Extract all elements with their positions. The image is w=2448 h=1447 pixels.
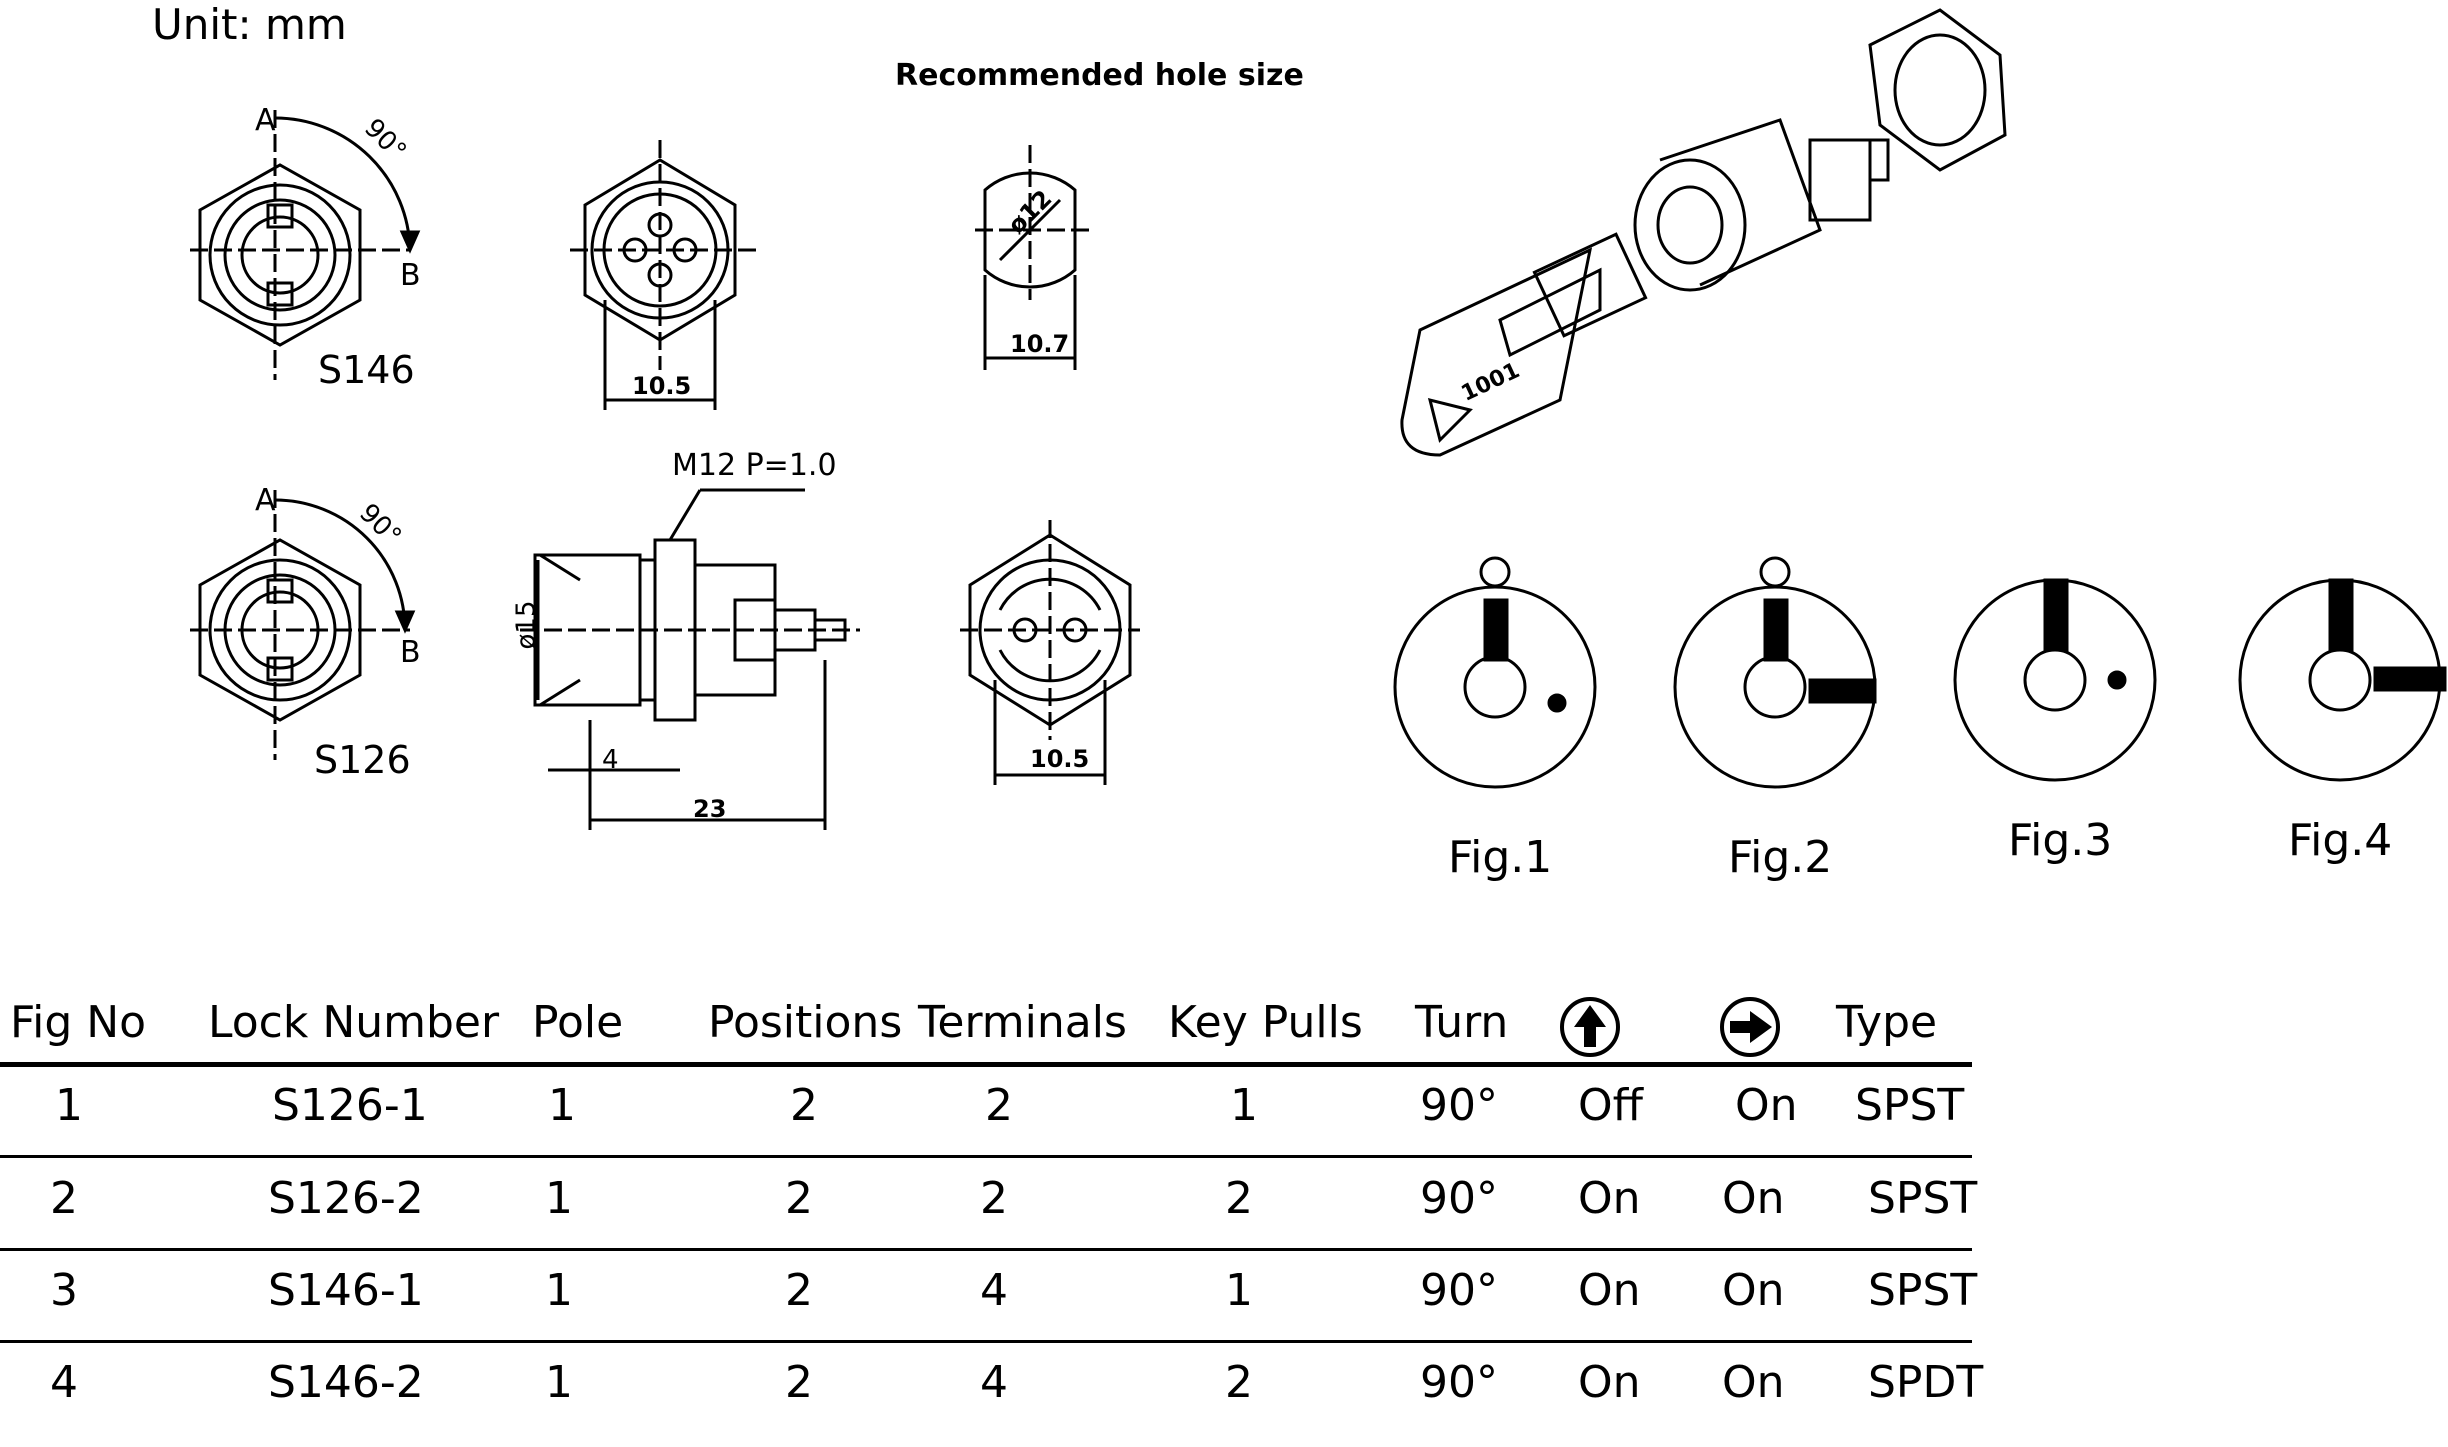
- s146-b-label: B: [400, 258, 421, 293]
- hole-width-dim: 10.7: [1010, 330, 1070, 358]
- header-lock-number: Lock Number: [208, 997, 500, 1048]
- cell-positions: 2: [790, 1080, 818, 1131]
- cell-terminals: 4: [980, 1357, 1008, 1408]
- cell-type: SPST: [1868, 1173, 1978, 1224]
- cell-up-state: Off: [1578, 1080, 1643, 1131]
- thread-dim: M12 P=1.0: [672, 448, 837, 483]
- table-row: 4 S146-2 1 2 4 2 90° On On SPDT: [0, 1357, 1983, 1447]
- header-terminals: Terminals: [918, 997, 1127, 1048]
- s126-rear-view: [960, 520, 1140, 785]
- cell-key-pulls: 2: [1225, 1357, 1253, 1408]
- header-type: Type: [1836, 997, 1938, 1048]
- cell-turn: 90°: [1420, 1265, 1498, 1316]
- unit-label: Unit: mm: [152, 0, 347, 49]
- header-key-pulls: Key Pulls: [1168, 997, 1363, 1048]
- recommended-hole-label: Recommended hole size: [895, 58, 1304, 93]
- len4-dim: 4: [602, 745, 619, 775]
- fig4-label: Fig.4: [2288, 815, 2393, 866]
- cell-terminals: 2: [985, 1080, 1013, 1131]
- cell-turn: 90°: [1420, 1173, 1498, 1224]
- s126-name-label: S126: [314, 738, 411, 782]
- fig1-label: Fig.1: [1448, 832, 1553, 883]
- fig4-dial: [2238, 578, 2447, 782]
- fig2-label: Fig.2: [1728, 832, 1833, 883]
- front-width-dim: 10.5: [632, 372, 692, 400]
- table-header: Fig No Lock Number Pole Positions Termin…: [0, 985, 1972, 1075]
- cell-up-state: On: [1578, 1173, 1641, 1224]
- cell-fig-no: 2: [50, 1173, 78, 1224]
- cell-pole: 1: [545, 1265, 573, 1316]
- table-row: 3 S146-1 1 2 4 1 90° On On SPST: [0, 1265, 1977, 1355]
- cell-lock-number: S126-1: [272, 1080, 428, 1131]
- cell-pole: 1: [548, 1080, 576, 1131]
- cell-turn: 90°: [1420, 1080, 1498, 1131]
- arrow-right-circle-icon: [1720, 997, 1780, 1057]
- cell-positions: 2: [785, 1265, 813, 1316]
- cell-up-state: On: [1578, 1265, 1641, 1316]
- len23-dim: 23: [693, 795, 727, 823]
- cell-fig-no: 3: [50, 1265, 78, 1316]
- s146-pin-view: [570, 140, 760, 410]
- s126-front-view: [190, 490, 416, 760]
- s146-front-view: [190, 110, 421, 380]
- cell-pole: 1: [545, 1357, 573, 1408]
- cell-type: SPDT: [1868, 1357, 1984, 1408]
- s146-a-label: A: [255, 103, 276, 138]
- cell-right-state: On: [1722, 1265, 1785, 1316]
- side-view: [520, 488, 860, 830]
- header-rule: [0, 1062, 1972, 1067]
- cell-lock-number: S146-2: [268, 1357, 424, 1408]
- cell-fig-no: 4: [50, 1357, 78, 1408]
- table-row: 1 S126-1 1 2 2 1 90° Off On SPST: [0, 1080, 1972, 1170]
- rear-width-dim: 10.5: [1030, 745, 1090, 773]
- recommended-hole-view: [975, 145, 1095, 370]
- s146-name-label: S146: [318, 348, 415, 392]
- fig1-dial: [1393, 556, 1597, 789]
- cell-right-state: On: [1722, 1173, 1785, 1224]
- header-turn: Turn: [1415, 997, 1509, 1048]
- s126-a-label: A: [255, 483, 276, 518]
- cell-positions: 2: [785, 1173, 813, 1224]
- fig3-dial: [1953, 578, 2157, 782]
- cell-turn: 90°: [1420, 1357, 1498, 1408]
- fig3-label: Fig.3: [2008, 815, 2113, 866]
- header-positions: Positions: [708, 997, 903, 1048]
- cell-key-pulls: 1: [1230, 1080, 1258, 1131]
- cell-type: SPST: [1868, 1265, 1978, 1316]
- cell-type: SPST: [1855, 1080, 1965, 1131]
- cell-terminals: 4: [980, 1265, 1008, 1316]
- cell-terminals: 2: [980, 1173, 1008, 1224]
- arrow-up-circle-icon: [1560, 997, 1620, 1057]
- cell-pole: 1: [545, 1173, 573, 1224]
- cell-key-pulls: 1: [1225, 1265, 1253, 1316]
- cell-positions: 2: [785, 1357, 813, 1408]
- cell-lock-number: S126-2: [268, 1173, 424, 1224]
- header-pole: Pole: [532, 997, 624, 1048]
- fig2-dial: [1673, 556, 1877, 789]
- row-rule: [0, 1155, 1972, 1158]
- cell-right-state: On: [1735, 1080, 1798, 1131]
- s126-b-label: B: [400, 635, 421, 670]
- exploded-3d-view: [1400, 8, 2007, 457]
- cell-up-state: On: [1578, 1357, 1641, 1408]
- cell-lock-number: S146-1: [268, 1265, 424, 1316]
- row-rule: [0, 1340, 1972, 1343]
- table-row: 2 S126-2 1 2 2 2 90° On On SPST: [0, 1173, 1977, 1263]
- dia15-dim: ø15: [511, 600, 542, 650]
- cell-fig-no: 1: [55, 1080, 83, 1131]
- cell-key-pulls: 2: [1225, 1173, 1253, 1224]
- header-fig-no: Fig No: [10, 997, 147, 1048]
- row-rule: [0, 1248, 1972, 1251]
- cell-right-state: On: [1722, 1357, 1785, 1408]
